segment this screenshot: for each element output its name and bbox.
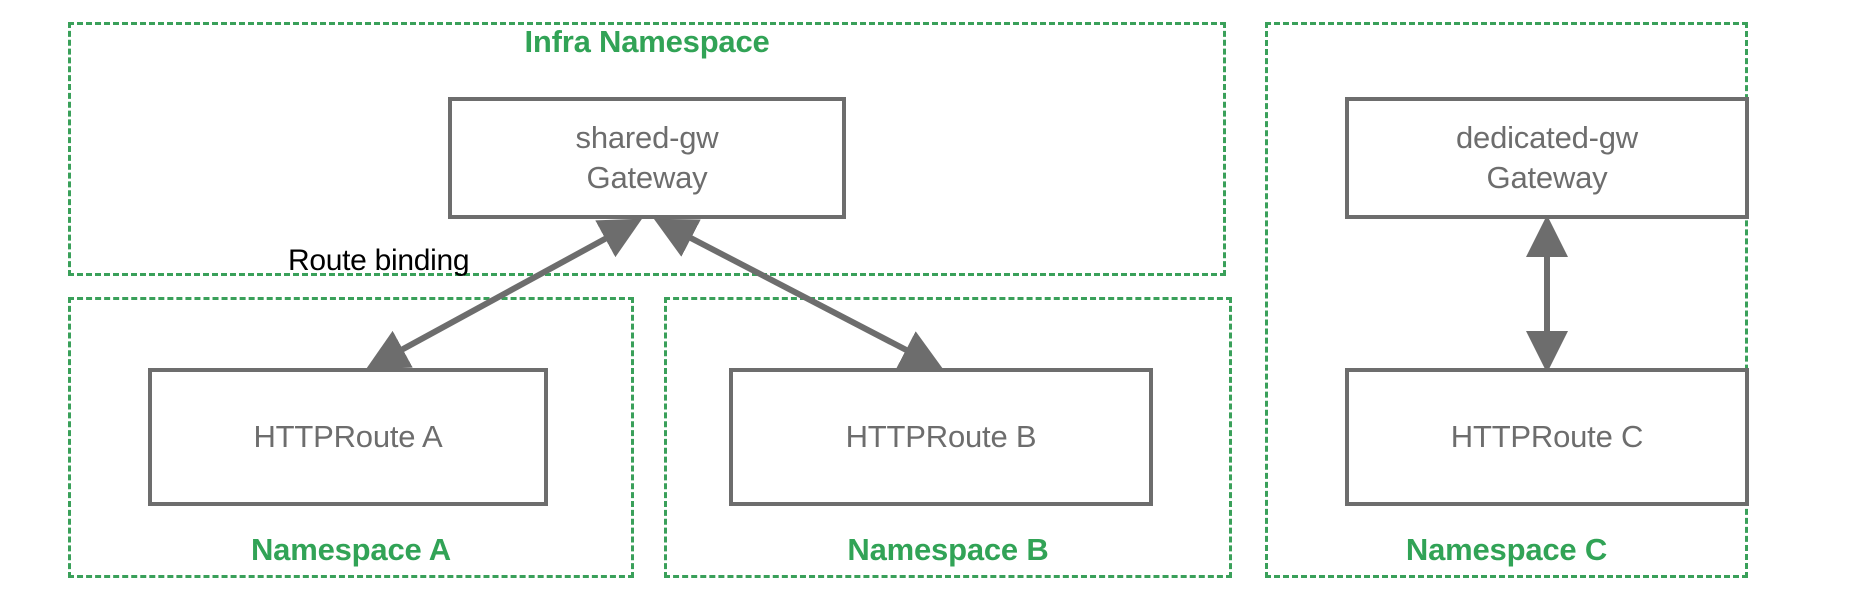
node-httproute-b-label: HTTPRoute B <box>845 419 1037 455</box>
node-dedicated-gw-gateway-line1: dedicated-gw <box>1456 120 1638 156</box>
namespace-box-c <box>1265 22 1748 578</box>
namespace-label-a: Namespace A <box>251 532 451 567</box>
namespace-box-infra <box>68 22 1226 276</box>
node-dedicated-gw-gateway-line2: Gateway <box>1486 160 1608 195</box>
namespace-label-b: Namespace B <box>847 532 1049 567</box>
namespace-box-b <box>664 297 1232 578</box>
node-httproute-a[interactable]: HTTPRoute A <box>148 368 548 506</box>
edge-label-route-binding: Route binding <box>288 244 470 277</box>
node-shared-gw-gateway-line2: Gateway <box>586 160 708 195</box>
node-httproute-c[interactable]: HTTPRoute C <box>1345 368 1749 506</box>
namespace-box-a <box>68 297 634 578</box>
namespace-label-c: Namespace C <box>1405 532 1608 567</box>
node-httproute-c-label: HTTPRoute C <box>1450 419 1644 455</box>
node-shared-gw-gateway-line1: shared-gw <box>575 120 719 156</box>
node-httproute-b[interactable]: HTTPRoute B <box>729 368 1153 506</box>
namespace-label-infra: Infra Namespace <box>524 24 770 59</box>
node-httproute-a-label: HTTPRoute A <box>253 419 443 455</box>
